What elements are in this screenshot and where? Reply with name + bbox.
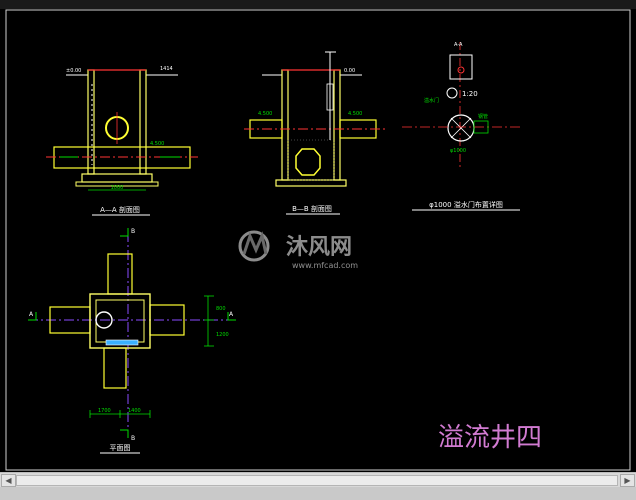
plan-dim-right-1: 800 [216, 306, 226, 312]
well-bb-base [275, 179, 347, 187]
watermark-url: www.mfcad.com [292, 261, 358, 270]
gate-detail: 1:20 溢水门 钢管 φ1000 A-A φ1000 溢水门布置详图 [402, 42, 520, 211]
detail-note-left: 溢水门 [424, 97, 439, 104]
plan-dim-bottom-1: 1700 [98, 408, 111, 414]
section-bb-label: B—B 剖面图 [292, 204, 332, 213]
scroll-right-icon[interactable]: ▶ [620, 474, 635, 487]
base-slab [75, 181, 159, 187]
watermark-brand: 沐风网 [286, 235, 352, 260]
outlet-pipe-bb [295, 148, 321, 176]
elev-aa-top: 1414 [160, 66, 173, 72]
detail-label: φ1000 溢水门布置详图 [429, 200, 503, 209]
drawing-border [5, 9, 631, 471]
drawing-area[interactable]: 1000 1414 4.500 ±0.00 A—A 剖面图 [0, 0, 636, 472]
detail-note-right: 钢管 [478, 113, 488, 120]
detail-note-bottom: φ1000 [450, 148, 466, 154]
sheet-title: 溢流井四 [438, 423, 542, 453]
section-aa: 1000 1414 4.500 ±0.00 A—A 剖面图 [46, 66, 198, 216]
elev-aa-pipe: 4.500 [150, 141, 164, 147]
marker-b-bottom-arrow [120, 429, 129, 438]
status-bar [0, 487, 636, 500]
gate-body [326, 83, 334, 111]
drawing-canvas[interactable]: 1000 1414 4.500 ±0.00 A—A 剖面图 [0, 0, 636, 472]
detail-ref-label: A-A [454, 42, 463, 48]
watermark: 沐风网 www.mfcad.com [238, 230, 358, 270]
watermark-logo-icon [238, 230, 270, 262]
gravel-fill [287, 139, 335, 181]
detail-plate [449, 54, 473, 80]
elev-bb-top: 0.00 [344, 68, 355, 74]
plan-dim-bottom-2: 1400 [128, 408, 141, 414]
horizontal-scrollbar[interactable]: ◀ ▶ [0, 472, 636, 487]
marker-a-left: A [29, 311, 34, 318]
wall-bb-left [281, 69, 289, 181]
detail-pipe-stub [473, 120, 489, 134]
scale-bubble [446, 87, 458, 99]
marker-b-bottom: B [131, 435, 135, 442]
plan-dim-right-2: 1200 [216, 332, 229, 338]
detail-scale: 1:20 [462, 90, 478, 98]
wall-right [139, 69, 147, 175]
detail-bolt [457, 66, 465, 74]
well-base [81, 173, 153, 183]
section-bb: 4.500 4.500 0.00 B—B 剖面图 [244, 51, 385, 215]
plan-well-outer [89, 293, 151, 349]
scroll-thumb[interactable] [16, 475, 618, 486]
plan-weir [105, 339, 139, 346]
plan-well-inner [95, 299, 145, 343]
marker-a-left-arrow [28, 312, 37, 321]
wall-left [87, 69, 95, 175]
marker-b-top-arrow [120, 228, 129, 237]
plan-pipe-opening [95, 311, 113, 329]
dim-aa-bottom: 1000 [111, 185, 124, 191]
flange-diag-2 [450, 117, 472, 139]
marker-a-right-arrow [227, 312, 236, 321]
scroll-left-icon[interactable]: ◀ [1, 474, 16, 487]
elev-bb-left: 4.500 [258, 111, 272, 117]
plan-label: 平面图 [110, 444, 131, 452]
wall-bb-right [333, 69, 341, 181]
plan-view: B B A A [28, 228, 236, 454]
elev-aa-left: ±0.00 [66, 68, 81, 74]
plan-pipe-south [103, 347, 127, 389]
marker-b-top: B [131, 228, 135, 235]
elev-bb-right: 4.500 [348, 111, 362, 117]
section-aa-label: A—A 剖面图 [100, 205, 140, 214]
marker-a-right: A [229, 311, 234, 318]
title-bar [0, 0, 636, 9]
